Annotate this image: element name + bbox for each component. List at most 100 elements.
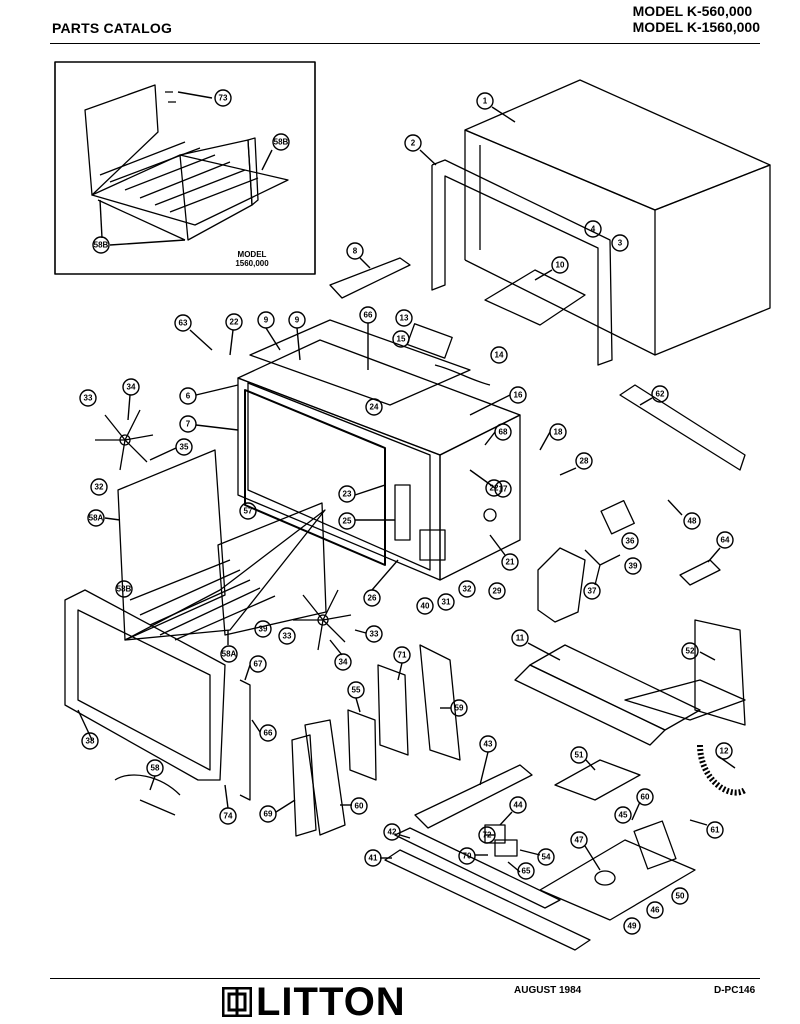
svg-text:46: 46	[651, 906, 660, 915]
bracket-strip	[329, 257, 411, 299]
callout-33-left: 33	[79, 389, 97, 407]
outer-cabinet	[464, 79, 771, 356]
brand-name: LITTON	[256, 980, 406, 1024]
callout-58-probe: 58	[146, 759, 164, 791]
footer-rule	[50, 978, 760, 979]
callout-67: 67	[244, 655, 267, 681]
svg-text:32: 32	[95, 483, 104, 492]
callout-43: 43	[479, 735, 497, 786]
door-frame-68	[304, 719, 346, 836]
callout-21: 21	[489, 534, 519, 571]
callout-39-right: 39	[624, 557, 642, 575]
callout-16: 16	[469, 386, 527, 416]
svg-text:39: 39	[259, 625, 268, 634]
callout-39-left: 39	[254, 620, 272, 638]
svg-text:9: 9	[295, 316, 300, 325]
callout-68-top: 68	[484, 423, 512, 446]
svg-text:70: 70	[463, 852, 472, 861]
svg-text:58: 58	[151, 764, 160, 773]
svg-text:54: 54	[542, 853, 551, 862]
svg-text:8: 8	[353, 247, 358, 256]
fan-left	[95, 409, 154, 471]
svg-text:66: 66	[364, 311, 373, 320]
svg-text:15: 15	[397, 335, 406, 344]
svg-text:24: 24	[370, 403, 379, 412]
svg-text:49: 49	[628, 922, 637, 931]
svg-text:59: 59	[455, 704, 464, 713]
wire-harness-14	[434, 364, 491, 386]
svg-text:63: 63	[179, 319, 188, 328]
model-numbers: MODEL K-560,000 MODEL K-1560,000	[633, 3, 760, 35]
callout-72: 72	[478, 826, 496, 844]
svg-text:47: 47	[575, 836, 584, 845]
svg-text:11: 11	[516, 634, 525, 643]
svg-text:1: 1	[483, 97, 488, 106]
svg-text:57: 57	[244, 507, 253, 516]
svg-text:45: 45	[619, 811, 628, 820]
svg-text:6: 6	[186, 392, 191, 401]
callout-18: 18	[539, 423, 567, 451]
svg-text:10: 10	[556, 261, 565, 270]
callout-63: 63	[174, 314, 213, 351]
svg-text:34: 34	[127, 383, 136, 392]
header-rule	[50, 43, 760, 44]
catalog-date: AUGUST 1984	[514, 985, 582, 996]
callout-1: 1	[476, 92, 516, 123]
callout-49: 49	[623, 917, 641, 935]
callout-61: 61	[689, 819, 724, 839]
svg-text:66: 66	[264, 729, 273, 738]
top-plate	[249, 319, 471, 406]
callout-8: 8	[346, 242, 371, 269]
callout-70: 70	[458, 847, 488, 865]
callout-36: 36	[621, 532, 639, 550]
magnetron-25	[394, 484, 411, 541]
svg-text:64: 64	[721, 536, 730, 545]
callout-13: 13	[395, 309, 413, 327]
bottom-rail-42	[394, 827, 561, 909]
callout-3: 3	[611, 234, 629, 252]
svg-text:31: 31	[442, 598, 451, 607]
baffle-plate	[694, 619, 746, 726]
callout-10: 10	[534, 256, 569, 281]
svg-text:28: 28	[580, 457, 589, 466]
bottom-rail-41	[384, 849, 591, 951]
model-line-2: MODEL K-1560,000	[632, 19, 760, 35]
callout-7: 7	[179, 415, 239, 433]
bracket-13	[406, 323, 453, 359]
callout-4: 4	[584, 220, 602, 238]
svg-text:16: 16	[514, 391, 523, 400]
svg-text:61: 61	[711, 826, 720, 835]
transformer	[633, 820, 677, 870]
oven-cavity	[237, 339, 521, 581]
side-vent	[619, 384, 746, 471]
callout-66-bottom: 66	[251, 719, 277, 742]
inset-model-number: 1560,000	[235, 259, 269, 268]
svg-text:33: 33	[84, 394, 93, 403]
svg-text:7: 7	[186, 420, 191, 429]
callout-58a-bottom: 58A	[220, 630, 238, 663]
svg-text:41: 41	[369, 854, 378, 863]
litton-mark-icon	[222, 987, 252, 1017]
svg-text:25: 25	[343, 517, 352, 526]
callout-54: 54	[519, 848, 555, 866]
callout-26: 26	[363, 559, 399, 607]
svg-text:12: 12	[720, 747, 729, 756]
svg-text:37: 37	[588, 587, 597, 596]
svg-text:21: 21	[506, 558, 515, 567]
callout-34-left: 34	[122, 378, 140, 421]
svg-text:35: 35	[180, 443, 189, 452]
fan-ring	[537, 547, 586, 623]
front-rail	[414, 764, 533, 829]
svg-text:18: 18	[554, 428, 563, 437]
callout-73: 73	[177, 89, 232, 107]
blower-motor	[600, 499, 635, 535]
callout-65: 65	[507, 861, 535, 880]
svg-text:74: 74	[224, 812, 233, 821]
exploded-parts-diagram: 73 58B 58B 1 2 4 3 8 10 63 22 9 9 66 13 …	[54, 61, 771, 951]
callout-11: 11	[511, 629, 561, 661]
callout-28: 28	[559, 452, 593, 476]
callout-47: 47	[570, 831, 601, 871]
callout-35: 35	[149, 438, 193, 461]
callout-44: 44	[499, 796, 527, 826]
callout-66-top: 66	[359, 306, 377, 370]
